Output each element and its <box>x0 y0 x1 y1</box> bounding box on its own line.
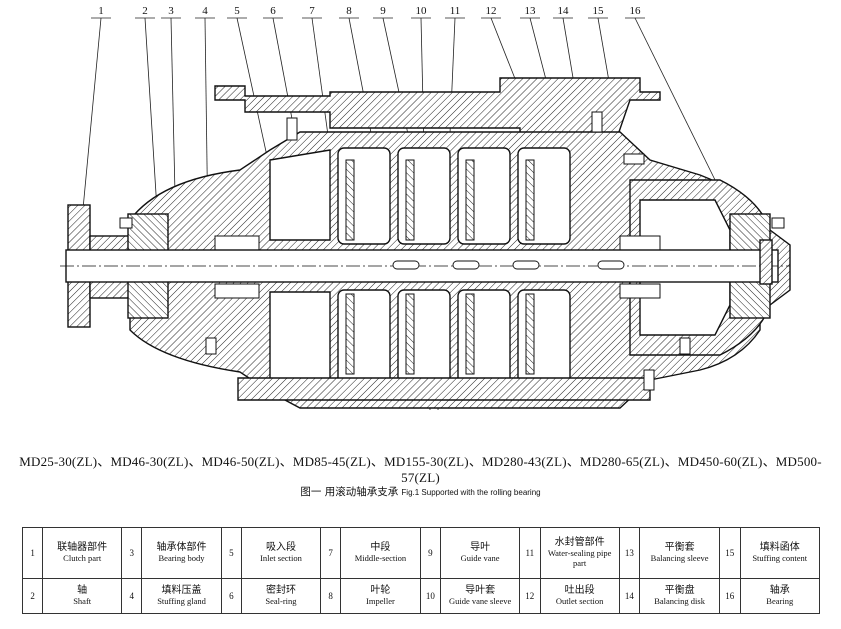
callout-number: 16 <box>630 5 642 17</box>
callout-leader-line <box>634 17 721 191</box>
part-number: 4 <box>121 577 143 615</box>
part-number: 6 <box>220 577 242 615</box>
part-number: 8 <box>320 577 342 615</box>
caption-en: Fig.1 Supported with the rolling bearing <box>401 488 541 497</box>
callout-number: 9 <box>380 5 386 17</box>
pump-body <box>60 77 791 409</box>
callout-number: 6 <box>270 5 276 17</box>
callout-leader-line <box>311 17 331 151</box>
callout-number: 15 <box>593 5 605 17</box>
part-number: 12 <box>519 577 541 615</box>
part-number: 7 <box>320 527 342 579</box>
callout-number: 11 <box>450 5 461 17</box>
callout-number: 2 <box>142 5 148 17</box>
model-list: MD25-30(ZL)、MD46-30(ZL)、MD46-50(ZL)、MD85… <box>19 454 822 485</box>
caption-zh: 图一 用滚动轴承支承 <box>300 486 399 498</box>
part-number: 14 <box>618 577 641 615</box>
part-number: 3 <box>121 527 143 579</box>
callout-number: 3 <box>168 5 174 17</box>
callout-leader-line <box>144 17 159 227</box>
part-number: 2 <box>21 577 44 615</box>
callout-number: 12 <box>486 5 497 17</box>
figure-caption: 图一 用滚动轴承支承 Fig.1 Supported with the roll… <box>0 484 841 499</box>
callout-number: 7 <box>309 5 315 17</box>
part-number: 15 <box>719 527 741 579</box>
callout-number: 14 <box>558 5 570 17</box>
part-number: 16 <box>719 577 741 615</box>
callout-number: 8 <box>346 5 352 17</box>
callout-number: 1 <box>98 5 104 17</box>
part-number: 1 <box>21 527 44 579</box>
callout-number: 5 <box>234 5 240 17</box>
callout-number: 13 <box>525 5 537 17</box>
callout-leader-line <box>236 17 271 171</box>
part-number: 5 <box>220 527 242 579</box>
part-number: 13 <box>618 527 641 579</box>
callout-number: 10 <box>416 5 428 17</box>
part-number: 9 <box>419 527 442 579</box>
part-number: 10 <box>419 577 442 615</box>
callout-number: 4 <box>202 5 208 17</box>
part-number: 11 <box>519 527 541 579</box>
